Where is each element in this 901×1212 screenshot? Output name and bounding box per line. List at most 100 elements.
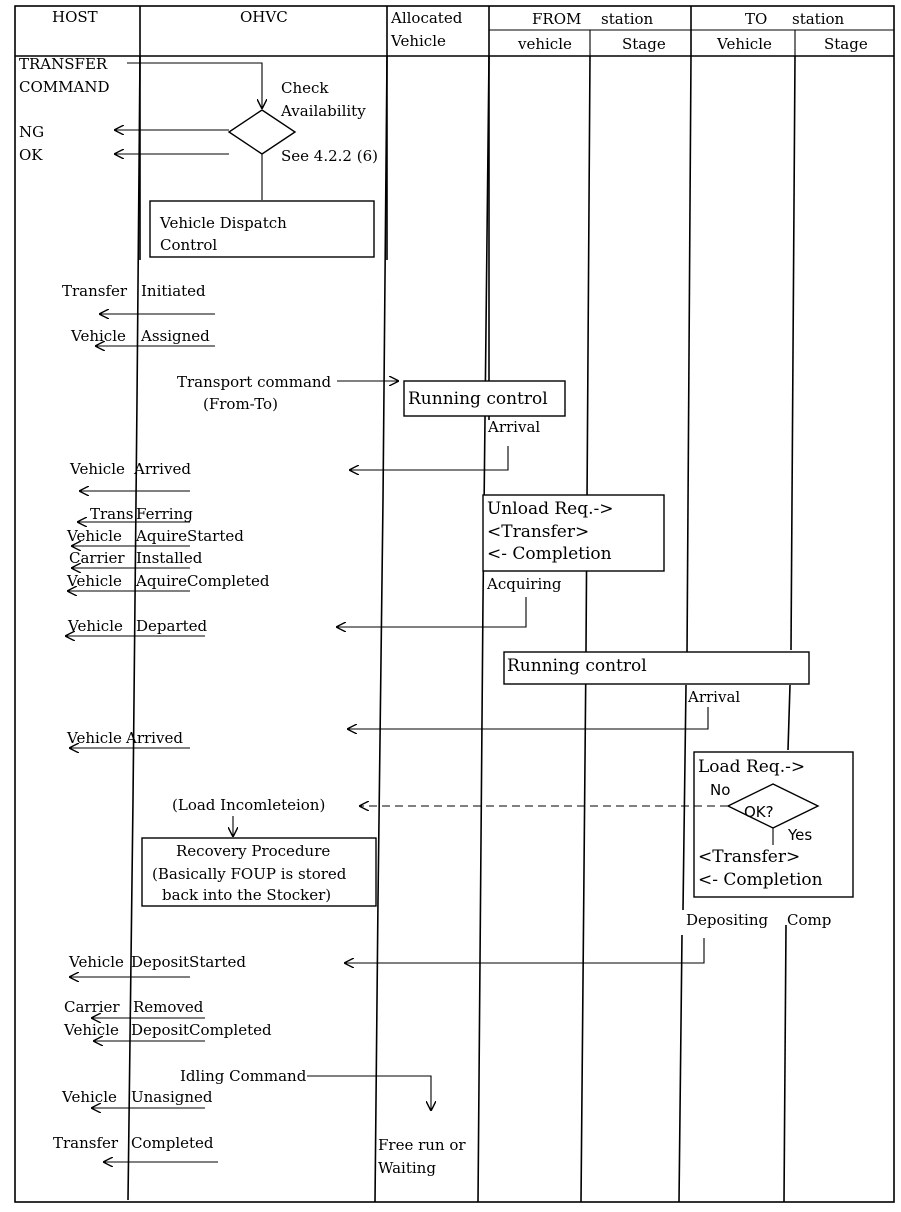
event-transferring-b: Ferring: [136, 505, 193, 523]
check-label-line1: Check: [281, 79, 329, 97]
event-vehicle-assigned-a: Vehicle: [70, 327, 126, 345]
event-acquire-completed-a: Vehicle: [66, 572, 122, 590]
outer-border: [14, 5, 895, 1203]
to-vehicle-header: Vehicle: [716, 35, 772, 53]
host-events-upper: Transfer Initiated Vehicle Assigned: [62, 282, 215, 346]
event-carrier-removed-a: Carrier: [64, 998, 120, 1016]
event-vehicle-arrived2-b: Arrived: [125, 729, 183, 747]
acquiring-arrow: [337, 597, 527, 627]
to-vehicle-lifeline-upper: [686, 55, 692, 656]
event-acquire-started-b: AquireStarted: [135, 527, 244, 545]
running-control-2-block: Running control Arrival Vehicle Arrived: [66, 651, 810, 748]
event-departed-b: Departed: [136, 617, 208, 635]
event-unassigned-a: Vehicle: [61, 1088, 117, 1106]
free-run-line1: Free run or: [378, 1136, 466, 1154]
deposit-block: Depositing Comp Vehicle DepositStarted C…: [63, 911, 831, 1041]
to-stage-lifeline-upper: [790, 55, 796, 651]
from-stage-header: Stage: [622, 35, 666, 53]
arrival-label-2: Arrival: [687, 688, 740, 706]
acquire-block: Unload Req.-> <Transfer> <- Completion A…: [66, 494, 665, 636]
transfer-command-arrow: [127, 62, 262, 108]
running-control-box-2: [503, 651, 810, 685]
ohvc-header: OHVC: [240, 8, 288, 26]
event-departed-a: Vehicle: [67, 617, 123, 635]
unload-label-line3: <- Completion: [487, 544, 612, 564]
recovery-label-line1: Recovery Procedure: [176, 842, 330, 860]
event-carrier-removed-b: Removed: [133, 998, 204, 1016]
check-label-line2: Availability: [280, 102, 366, 120]
event-vehicle-assigned-b: Assigned: [140, 327, 210, 345]
allocated-header-line2: Vehicle: [390, 32, 446, 50]
to-station-header-a: TO: [745, 10, 767, 28]
event-deposit-completed-a: Vehicle: [63, 1021, 119, 1039]
to-stage-header: Stage: [824, 35, 868, 53]
idling-command-label: Idling Command: [180, 1067, 307, 1085]
event-transfer-completed-a: Transfer: [53, 1134, 119, 1152]
recovery-label-line3: back into the Stocker): [162, 886, 331, 904]
header: HOST OHVC Allocated Vehicle FROM station…: [52, 8, 868, 53]
ng-label: NG: [19, 123, 44, 141]
dispatch-label-line2: Control: [160, 236, 217, 254]
load-no-label: No: [710, 781, 730, 799]
event-transfer-initiated-b: Initiated: [141, 282, 206, 300]
event-acquire-started-a: Vehicle: [66, 527, 122, 545]
allocated-vehicle-lifeline: [374, 55, 388, 1203]
depositing-label: Depositing: [686, 911, 769, 929]
load-request-block: Load Req.-> No OK? Yes <Transfer> <- Com…: [141, 751, 854, 907]
transfer-command-line1: TRANSFER: [19, 55, 108, 73]
from-station-header-a: FROM: [532, 10, 581, 28]
event-deposit-started-b: DepositStarted: [131, 953, 246, 971]
event-transferring-a: Trans: [90, 505, 133, 523]
see-reference: See 4.2.2 (6): [281, 147, 378, 165]
event-acquire-completed-b: AquireCompleted: [135, 572, 270, 590]
to-vehicle-lifeline-mid: [682, 684, 687, 911]
from-vehicle-header: vehicle: [517, 35, 572, 53]
frame: [14, 5, 895, 1203]
event-carrier-installed-a: Carrier: [69, 549, 125, 567]
to-stage-lifeline-lower: [783, 924, 787, 1203]
acquiring-label: Acquiring: [486, 575, 562, 593]
event-deposit-completed-b: DepositCompleted: [131, 1021, 272, 1039]
running-control-label-2: Running control: [507, 656, 647, 676]
dispatch-label-line1: Vehicle Dispatch: [159, 214, 287, 232]
lifelines: [127, 55, 796, 1203]
to-station-header-b: station: [792, 10, 845, 28]
load-incomplete-label: (Load Incomleteion): [172, 796, 325, 814]
recovery-procedure-box: [141, 837, 377, 907]
load-label-line2: <Transfer>: [698, 847, 800, 867]
event-vehicle-arrived1-b: Arrived: [133, 460, 191, 478]
event-unassigned-b: Unasigned: [131, 1088, 213, 1106]
event-vehicle-arrived1-a: Vehicle: [69, 460, 125, 478]
event-transfer-completed-b: Completed: [131, 1134, 214, 1152]
idling-command-arrow: [307, 1075, 431, 1110]
event-vehicle-arrived2-a: Vehicle: [66, 729, 122, 747]
running-control-label-1: Running control: [408, 389, 548, 409]
recovery-label-line2: (Basically FOUP is stored: [152, 865, 347, 883]
load-label-line3: <- Completion: [698, 870, 823, 890]
depositing-arrow: [345, 938, 705, 963]
load-label-line1: Load Req.->: [698, 757, 805, 777]
transport-command: Transport command (From-To) Running cont…: [69, 373, 566, 491]
vehicle-dispatch-control-box: [149, 200, 375, 258]
arrival-1-arrow: [350, 446, 509, 470]
from-vehicle-lifeline: [477, 55, 490, 1203]
allocated-header-line1: Allocated: [390, 9, 463, 27]
event-deposit-started-a: Vehicle: [68, 953, 124, 971]
arrival-label-1: Arrival: [487, 418, 540, 436]
load-ok-question: OK?: [744, 803, 774, 821]
host-header: HOST: [52, 8, 98, 26]
unload-label-line1: Unload Req.->: [487, 499, 614, 519]
completion-block: Idling Command Vehicle Unasigned Transfe…: [53, 1067, 466, 1177]
transfer-command-line2: COMMAND: [19, 78, 109, 96]
from-stage-lifeline: [580, 55, 591, 1203]
from-station-header-b: station: [601, 10, 654, 28]
free-run-line2: Waiting: [378, 1159, 436, 1177]
load-yes-label: Yes: [787, 826, 812, 844]
unload-request-box: [482, 494, 665, 572]
transport-command-line1: Transport command: [177, 373, 332, 391]
comp-label: Comp: [787, 911, 831, 929]
event-carrier-installed-b: Installed: [136, 549, 203, 567]
event-transfer-initiated-a: Transfer: [62, 282, 128, 300]
ohvc-lifeline: [127, 55, 141, 1201]
